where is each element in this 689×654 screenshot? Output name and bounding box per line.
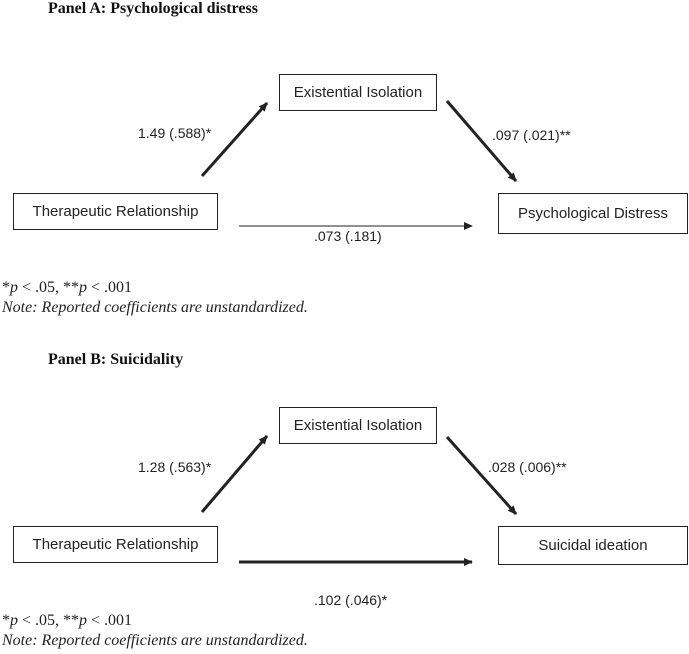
panel-b-path-c-coefficient: .102 (.046)* <box>314 592 388 608</box>
panel-a-mediator-label: Existential Isolation <box>293 84 423 101</box>
panel-b-predictor-box: Therapeutic Relationship <box>13 526 218 563</box>
panel-b-path-a-coefficient: 1.28 (.563)* <box>138 459 212 475</box>
panel-b-predictor-label: Therapeutic Relationship <box>32 536 199 553</box>
panel-b-path-b-coefficient: .028 (.006)** <box>488 459 567 475</box>
panel-a-mediator-box: Existential Isolation <box>279 74 437 111</box>
panel-a-predictor-label: Therapeutic Relationship <box>32 203 199 220</box>
panel-a-path-b-arrow <box>445 100 518 182</box>
panel-a-outcome-label: Psychological Distress <box>517 205 669 222</box>
panel-b-path-b-arrow <box>445 435 518 516</box>
panel-a-path-b-coefficient: .097 (.021)** <box>492 127 571 143</box>
panel-b-note: Note: Reported coefficients are unstanda… <box>2 632 308 649</box>
panel-a-predictor-box: Therapeutic Relationship <box>13 193 218 230</box>
panel-b-outcome-box: Suicidal ideation <box>498 526 688 565</box>
panel-b-mediator-label: Existential Isolation <box>293 417 423 434</box>
panel-b-path-a-arrow <box>200 435 269 513</box>
panel-b-mediator-box: Existential Isolation <box>279 407 437 444</box>
panel-a-title: Panel A: Psychological distress <box>48 0 258 17</box>
panel-a-path-c-coefficient: .073 (.181) <box>314 228 382 244</box>
panel-b-outcome-label: Suicidal ideation <box>538 537 648 554</box>
panel-a-outcome-box: Psychological Distress <box>498 193 688 234</box>
panel-b-title: Panel B: Suicidality <box>48 351 184 368</box>
panel-a-note: Note: Reported coefficients are unstanda… <box>2 299 308 316</box>
panel-a-path-a-coefficient: 1.49 (.588)* <box>138 125 212 141</box>
panel-a-significance-note: *p < .05, **p < .001 <box>2 279 133 296</box>
panel-a-path-a-arrow <box>200 102 269 177</box>
panel-b-significance-note: *p < .05, **p < .001 <box>2 612 133 629</box>
